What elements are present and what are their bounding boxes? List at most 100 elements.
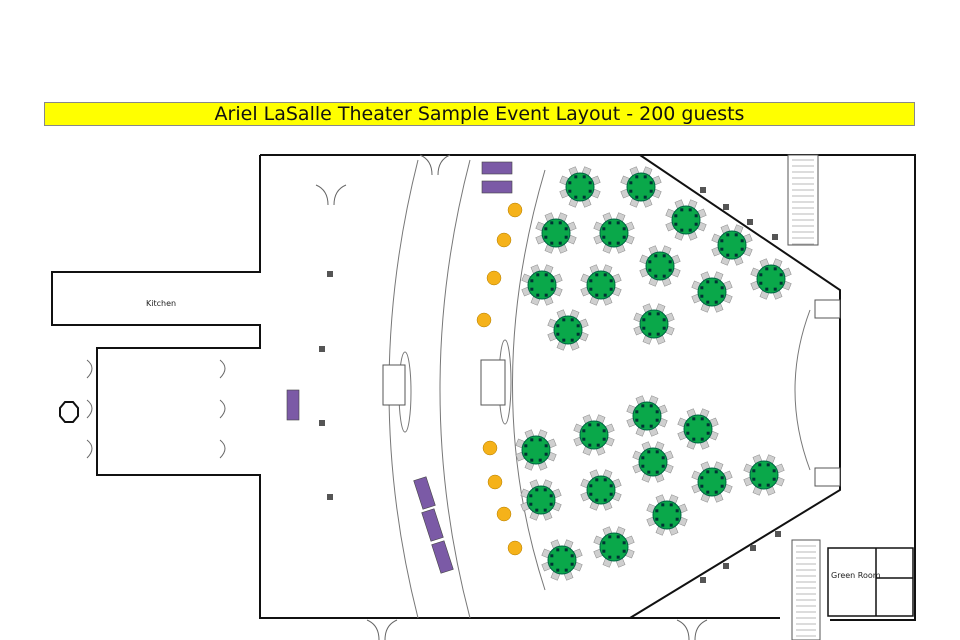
place-setting <box>752 477 756 481</box>
place-setting <box>694 222 698 226</box>
column-icon <box>59 401 79 423</box>
place-setting <box>662 254 666 258</box>
round-table <box>626 395 668 437</box>
round-table <box>711 224 753 266</box>
place-setting <box>647 470 651 474</box>
place-setting <box>773 287 777 291</box>
marker <box>700 577 706 583</box>
place-setting <box>556 548 560 552</box>
place-setting <box>655 517 659 521</box>
place-setting <box>588 423 592 427</box>
place-setting <box>648 268 652 272</box>
place-setting <box>603 293 607 297</box>
place-setting <box>649 404 653 408</box>
place-setting <box>714 490 718 494</box>
round-table <box>620 166 662 208</box>
place-setting <box>759 281 763 285</box>
place-setting <box>602 541 606 545</box>
table-top <box>626 172 656 202</box>
cocktail-table <box>482 440 498 456</box>
place-setting <box>550 554 554 558</box>
place-setting <box>544 452 548 456</box>
place-setting <box>740 247 744 251</box>
round-table <box>691 271 733 313</box>
door-icon <box>86 359 93 379</box>
table-top <box>652 500 682 530</box>
place-setting <box>642 318 646 322</box>
marker <box>775 531 781 537</box>
place-setting <box>675 517 679 521</box>
place-setting <box>562 338 566 342</box>
place-setting <box>635 195 639 199</box>
buffet-table <box>431 540 454 574</box>
round-table <box>541 539 583 581</box>
round-tables <box>515 166 792 581</box>
place-setting <box>629 181 633 185</box>
place-setting <box>740 239 744 243</box>
place-setting <box>641 464 645 468</box>
buffet-table <box>286 389 300 421</box>
place-setting <box>524 452 528 456</box>
round-table <box>535 212 577 254</box>
place-setting <box>608 555 612 559</box>
place-setting <box>662 326 666 330</box>
place-setting <box>536 273 540 277</box>
round-table <box>521 264 563 306</box>
place-setting <box>668 260 672 264</box>
place-setting <box>609 287 613 291</box>
place-setting <box>538 458 542 462</box>
place-setting <box>530 287 534 291</box>
place-setting <box>582 437 586 441</box>
table-top <box>756 264 786 294</box>
place-setting <box>589 287 593 291</box>
round-table <box>580 469 622 511</box>
place-setting <box>661 456 665 460</box>
place-setting <box>556 332 560 336</box>
place-setting <box>686 431 690 435</box>
place-setting <box>564 548 568 552</box>
place-setting <box>649 181 653 185</box>
place-setting <box>656 312 660 316</box>
cocktail-table <box>476 312 492 328</box>
door-icon <box>86 399 93 419</box>
place-setting <box>602 437 606 441</box>
place-setting <box>661 503 665 507</box>
door-icon <box>219 399 226 419</box>
round-table <box>547 309 589 351</box>
place-setting <box>530 438 534 442</box>
round-table <box>593 526 635 568</box>
marker <box>750 545 756 551</box>
place-setting <box>649 189 653 193</box>
place-setting <box>544 227 548 231</box>
place-setting <box>706 300 710 304</box>
round-table <box>580 264 622 306</box>
place-setting <box>635 410 639 414</box>
place-setting <box>543 488 547 492</box>
table-top <box>586 270 616 300</box>
place-setting <box>538 438 542 442</box>
place-setting <box>758 483 762 487</box>
place-setting <box>530 458 534 462</box>
place-setting <box>608 241 612 245</box>
place-setting <box>603 478 607 482</box>
place-setting <box>674 214 678 218</box>
round-table <box>639 245 681 287</box>
cocktail-table <box>496 506 512 522</box>
place-setting <box>603 498 607 502</box>
round-table <box>646 494 688 536</box>
table-top <box>638 447 668 477</box>
place-setting <box>603 273 607 277</box>
table-top <box>645 251 675 281</box>
place-setting <box>766 463 770 467</box>
place-setting <box>642 326 646 330</box>
place-setting <box>550 221 554 225</box>
table-top <box>521 435 551 465</box>
cocktail-table <box>496 232 512 248</box>
table-top <box>632 401 662 431</box>
place-setting <box>558 221 562 225</box>
door-icon <box>219 359 226 379</box>
round-table <box>691 461 733 503</box>
table-top <box>527 270 557 300</box>
stage-arcs <box>388 159 811 619</box>
place-setting <box>582 429 586 433</box>
